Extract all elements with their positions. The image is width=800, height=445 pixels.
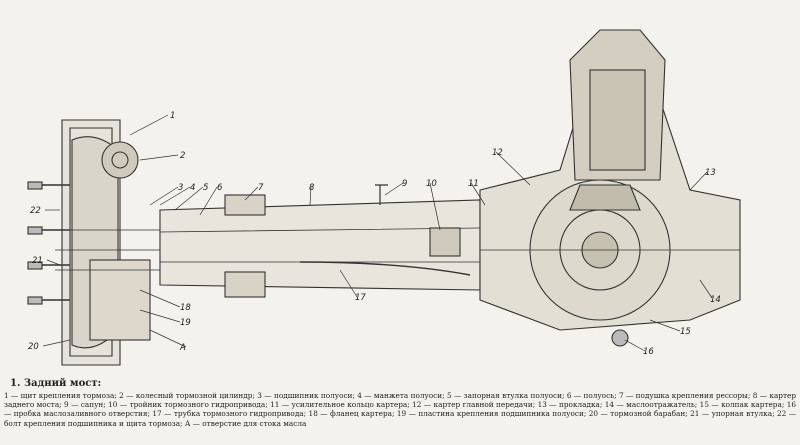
callout-6: 6 [217, 183, 223, 193]
brake-drum-assembly [27, 119, 160, 366]
callout-10: 10 [426, 179, 437, 189]
callout-20: 20 [28, 342, 39, 352]
callout-17: 17 [355, 293, 366, 303]
callout-15: 15 [680, 327, 691, 337]
callout-1: 1 [170, 111, 175, 121]
callout-A: A [179, 343, 186, 353]
caption-title: 1. Задний мост: [10, 378, 102, 389]
rear-axle-cutaway-drawing: 1 2 3 4 5 6 7 8 9 10 11 12 13 14 15 16 1… [27, 29, 741, 366]
callout-5: 5 [203, 183, 208, 193]
callout-13: 13 [705, 168, 716, 178]
callout-18: 18 [180, 303, 191, 313]
final-drive-housing [479, 29, 741, 347]
callout-19: 19 [180, 318, 191, 328]
callout-4: 4 [190, 183, 195, 193]
callout-12: 12 [492, 148, 503, 158]
callout-9: 9 [402, 179, 407, 189]
callout-14: 14 [710, 295, 721, 305]
callout-22: 22 [30, 206, 41, 216]
caption-legend: 1 — щит крепления тормоза; 2 — колесный … [4, 391, 796, 428]
callout-7: 7 [258, 183, 264, 193]
callout-11: 11 [468, 179, 479, 189]
callout-8: 8 [309, 183, 315, 193]
figure-caption: 1. Задний мост: 1 — щит крепления тормоз… [4, 378, 796, 444]
callout-16: 16 [643, 347, 654, 357]
callout-3: 3 [178, 183, 183, 193]
callout-2: 2 [180, 151, 185, 161]
callout-21: 21 [32, 256, 43, 266]
